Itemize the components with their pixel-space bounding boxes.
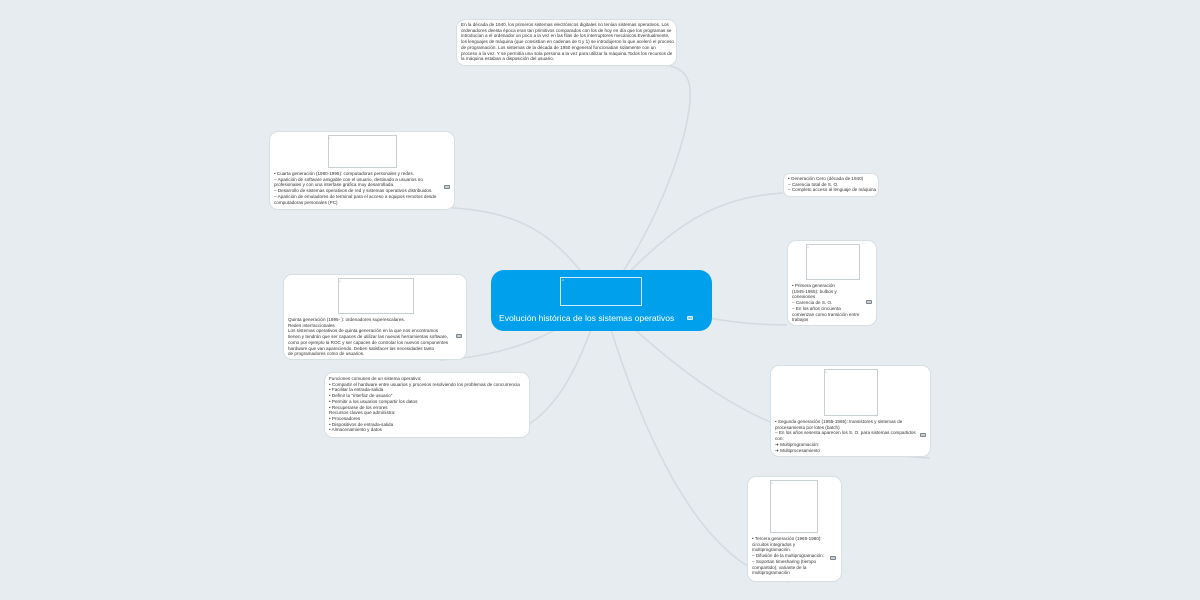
note-icon[interactable] xyxy=(456,334,462,338)
node-cero-text: • Generación Cero (década de 1940)– Care… xyxy=(788,176,877,193)
node-intro-text: En la década de 1940, los primeros siste… xyxy=(461,22,674,62)
node-segunda-image: ▫ xyxy=(824,369,878,416)
text-line: con: xyxy=(775,436,784,442)
node-funciones-text: Funciones comunes de un sistema operativ… xyxy=(329,376,525,433)
text-line: la máquina estaban a disposición del usu… xyxy=(461,56,554,62)
broken-image-icon: ▫ xyxy=(562,278,565,284)
text-line: – Aparición de emuladores de terminal pa… xyxy=(274,193,437,199)
text-line: tienen y tendrán que ser capaces de util… xyxy=(288,334,449,340)
node-segunda-generacion[interactable]: ▫ • Segunda generación (1955-1965): tran… xyxy=(770,365,931,457)
text-line: Recursos claves que administra: xyxy=(329,410,396,416)
text-line: – Completo acceso al lenguaje de máquina xyxy=(788,187,877,193)
text-line: multiprogramación xyxy=(752,570,790,576)
text-line: • Almacenamiento y datos xyxy=(329,427,382,433)
text-line: • Procesadores xyxy=(329,415,361,421)
node-intro[interactable]: En la década de 1940, los primeros siste… xyxy=(456,19,677,66)
text-line: • Tercera generación (1965-1980): xyxy=(752,536,822,541)
text-line: procesamiento por lotes (batch) xyxy=(775,424,840,430)
text-line: En la década de 1940, los primeros siste… xyxy=(461,22,669,27)
node-cuarta-generacion[interactable]: ▫ • Cuarta generación (1980-1995): compu… xyxy=(269,131,455,210)
broken-image-icon: ▫ xyxy=(339,279,341,285)
central-topic-title: Evolución histórica de los sistemas oper… xyxy=(499,313,675,323)
text-line: Quinta generación (1995- ): ordenadores … xyxy=(288,317,405,322)
note-icon[interactable] xyxy=(687,316,693,320)
text-line: ➜ Multiprocesamiento xyxy=(775,447,820,453)
text-line: – Carencia total de S. O. xyxy=(788,181,839,187)
node-primera-image: ▫ xyxy=(806,244,860,280)
note-icon[interactable] xyxy=(866,300,872,304)
node-cuarta-image: ▫ xyxy=(327,135,397,168)
central-topic-image: ▫ xyxy=(560,277,642,306)
text-line: • Recuperarse de los errores xyxy=(329,404,388,410)
central-topic[interactable]: ▫ Evolución histórica de los sistemas op… xyxy=(491,270,712,331)
broken-image-icon: ▫ xyxy=(807,245,809,251)
text-line: • Definir la "interfaz de usuario" xyxy=(329,393,393,399)
text-line: – Carencia de S. O. xyxy=(792,300,833,306)
text-line: • Segunda generación (1955-1965): transi… xyxy=(775,419,903,424)
text-line: – Difusión de la multiprogramación: xyxy=(752,553,825,559)
text-line: • Permitir a los usuarios compartir los … xyxy=(329,398,418,404)
node-quinta-text: Quinta generación (1995- ): ordenadores … xyxy=(288,317,462,357)
text-line: ordenadores deesta época eran tan primit… xyxy=(461,27,672,33)
text-line: circuitos integrados y xyxy=(752,541,796,547)
text-line: computadoras personales (PC) xyxy=(274,199,338,205)
text-line: Redes interraccionales xyxy=(288,322,335,328)
text-line: de programadores como de usuarios. xyxy=(288,351,365,357)
note-icon[interactable] xyxy=(830,556,836,560)
node-primera-generacion[interactable]: ▫ • Primera generación(1945-1955): bulbo… xyxy=(787,240,877,326)
text-line: de programación. Los sistemas de la déca… xyxy=(461,44,656,50)
text-line: • Dispositivos de entrada-salida xyxy=(329,421,394,427)
note-icon[interactable] xyxy=(444,185,450,189)
node-tercera-text: • Tercera generación (1965-1980):circuit… xyxy=(752,536,837,576)
broken-image-icon: ▫ xyxy=(771,481,773,487)
broken-image-icon: ▫ xyxy=(825,370,827,376)
node-tercera-generacion[interactable]: ▫ • Tercera generación (1965-1980):circu… xyxy=(747,476,842,582)
text-line: – En los años cincuenta xyxy=(792,305,841,311)
text-line: Los sistemas operativos de quinta genera… xyxy=(288,328,439,334)
text-line: conexiones xyxy=(792,294,816,300)
text-line: • Primera generación xyxy=(792,283,835,288)
connector-intro xyxy=(601,63,691,301)
text-line: comienzan como transición entre xyxy=(792,311,860,317)
text-line: hardware que van apareciendo. Deben sati… xyxy=(288,345,435,351)
node-generacion-cero[interactable]: • Generación Cero (década de 1940)– Care… xyxy=(783,173,879,197)
text-line: profesionales y con una interfase gráfic… xyxy=(274,182,395,188)
node-quinta-generacion[interactable]: ▫ Quinta generación (1995- ): ordenadore… xyxy=(283,274,467,360)
node-segunda-text: • Segunda generación (1955-1965): transi… xyxy=(775,419,926,453)
text-line: trabajos xyxy=(792,317,809,323)
note-icon[interactable] xyxy=(920,433,926,437)
node-cuarta-text: • Cuarta generación (1980-1995): computa… xyxy=(274,171,450,205)
text-line: como por ejemplo la ROC y ser capaces de… xyxy=(288,339,449,345)
text-line: • Cuarta generación (1980-1995): computa… xyxy=(274,171,415,176)
text-line: – Soportan timesharing (tiempo xyxy=(752,558,817,564)
node-primera-text: • Primera generación(1945-1955): bulbos … xyxy=(792,283,872,323)
text-line: compartido), variante de la xyxy=(752,564,807,570)
text-line: – Desarrollo de sistemas operativos de r… xyxy=(274,188,433,194)
text-line: introducían a el ordenador un poco a la … xyxy=(461,33,670,39)
text-line: proceso a la vez. Y se permitía una sola… xyxy=(461,50,673,56)
text-line: ➜ Multiprogramación: xyxy=(775,441,820,447)
text-line: los lenguajes de máquina (que consistían… xyxy=(461,39,674,45)
node-tercera-image: ▫ xyxy=(770,480,818,533)
text-line: (1945-1955): bulbos y xyxy=(792,288,837,294)
text-line: Funciones comunes de un sistema operativ… xyxy=(329,376,422,381)
text-line: • Compartir el hardware entre usuarios y… xyxy=(329,381,520,387)
broken-image-icon: ▫ xyxy=(328,136,331,142)
text-line: • Facilitar la entrada-salida xyxy=(329,387,384,393)
node-funciones[interactable]: Funciones comunes de un sistema operativ… xyxy=(324,372,530,438)
text-line: – En los años sesenta aparecen los S. O.… xyxy=(775,430,916,436)
text-line: – Aparición de software amigable con el … xyxy=(274,176,423,182)
node-quinta-image: ▫ xyxy=(338,278,414,314)
text-line: multiprogramación. xyxy=(752,547,792,553)
text-line: • Generación Cero (década de 1940) xyxy=(788,176,864,181)
